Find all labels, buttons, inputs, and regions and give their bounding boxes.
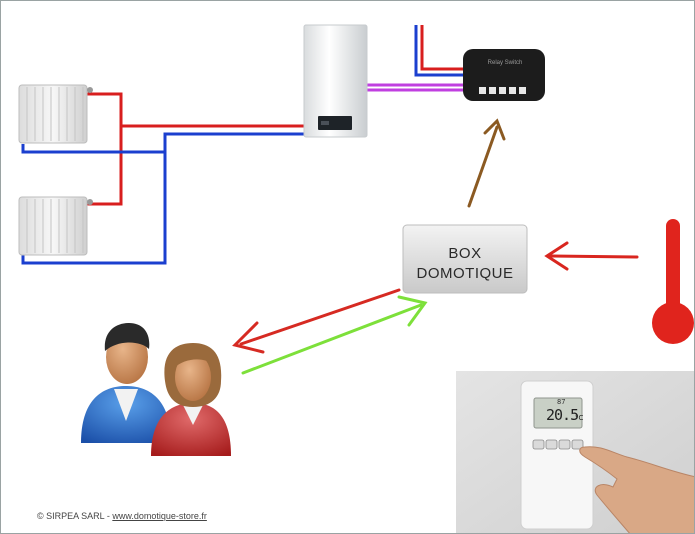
footer-credit: © SIRPEA SARL - www.domotique-store.fr [37,511,207,521]
thermostat-unit: °C [575,414,584,422]
thermostat-photo [456,371,694,533]
arrow-box-to-users [232,288,401,354]
thermostat-temperature: 20.5 [546,406,579,424]
arrow-box-to-relay [467,118,506,208]
arrow-users-to-box [241,295,428,375]
boiler-icon [303,24,368,138]
users-icon [81,323,231,456]
footer-copyright: © SIRPEA SARL - [37,511,113,521]
heating-pipes [21,25,473,265]
relay-switch-icon [463,49,545,101]
radiator-icon [18,196,93,256]
thermostat-top-reading: 87 [557,398,566,406]
box-domotique[interactable] [402,224,528,294]
arrow-sensor-to-box [544,241,639,271]
thermometer-icon [652,219,694,344]
radiator-icon [18,84,93,144]
footer-link[interactable]: www.domotique-store.fr [112,511,207,521]
